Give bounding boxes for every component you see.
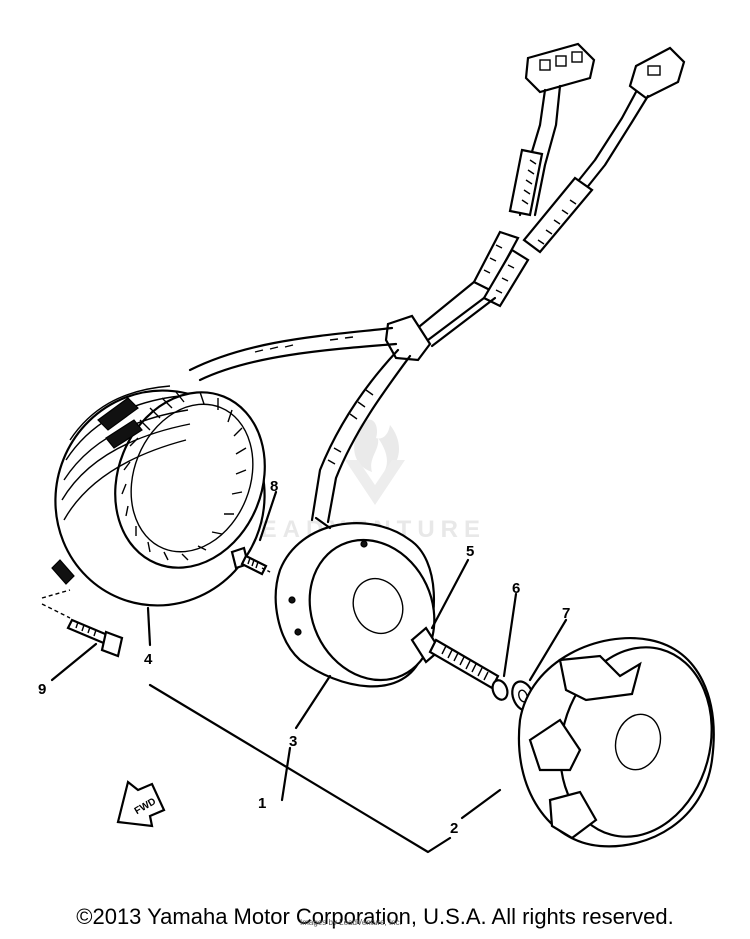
rotor-flywheel (517, 637, 715, 848)
screw-9 (66, 618, 124, 658)
stator-coil (51, 385, 266, 607)
bolt-5 (410, 626, 500, 690)
image-credit: Images by LeadVenture, Inc. (300, 918, 402, 927)
callout-6: 6 (512, 580, 520, 597)
lock-washer-6 (491, 679, 509, 701)
callout-2: 2 (450, 820, 458, 837)
wire-harness (188, 280, 497, 524)
callout-1: 1 (258, 795, 266, 812)
screw-8 (230, 546, 273, 576)
callout-3: 3 (289, 733, 297, 750)
leader-lines (50, 490, 568, 854)
callout-5: 5 (466, 543, 474, 560)
callout-4: 4 (144, 651, 153, 668)
connector-right (573, 46, 686, 192)
pulser-housing (274, 516, 436, 688)
forward-arrow-icon: FWD (116, 780, 166, 828)
callout-9: 9 (38, 681, 46, 698)
copyright-notice: ©2013 Yamaha Motor Corporation, U.S.A. A… (76, 904, 674, 929)
callout-7: 7 (562, 605, 570, 622)
callout-8: 8 (270, 478, 278, 495)
wire-sleeves (472, 148, 594, 308)
screw-9-guide (41, 589, 71, 619)
